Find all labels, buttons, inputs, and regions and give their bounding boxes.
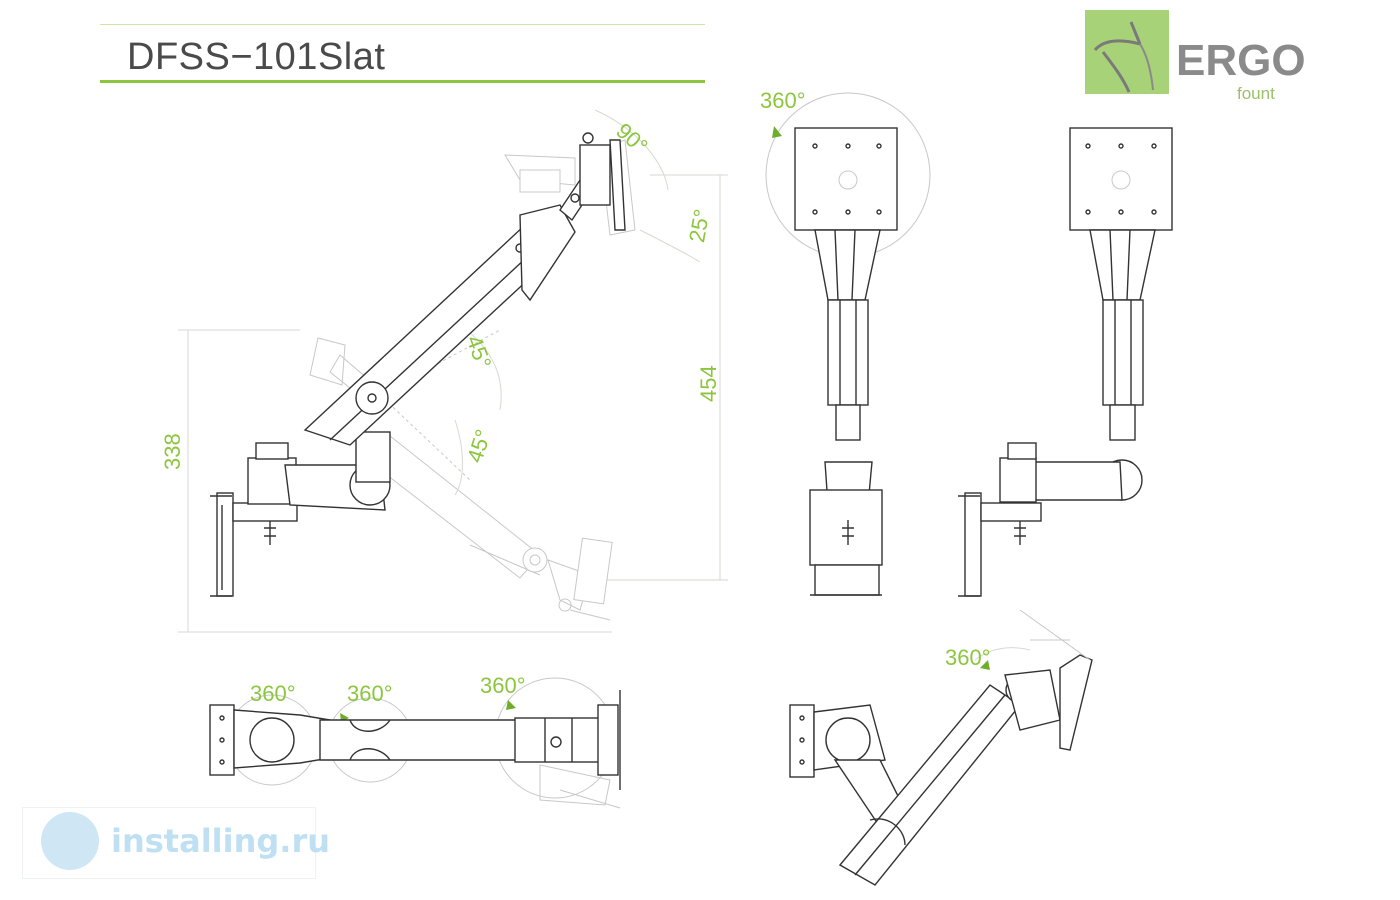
logo-subtitle: fount <box>1237 84 1275 103</box>
monitor-head <box>559 132 626 231</box>
wall-bracket <box>210 492 298 597</box>
logo-wordmark: ERGO <box>1176 36 1306 85</box>
iso-view <box>789 609 1093 886</box>
dim-label-454: 454 <box>696 365 721 402</box>
dim-label-338: 338 <box>160 433 185 470</box>
angle-label-front-360: 360° <box>760 88 806 113</box>
logo-arm-icon <box>1093 21 1154 93</box>
front-view <box>958 127 1173 597</box>
title-rule-bottom <box>100 80 705 83</box>
top-view <box>209 677 621 809</box>
front-view-rotating <box>765 92 931 596</box>
angle-label-top-360-2: 360° <box>347 681 393 706</box>
angle-label-top-360-1: 360° <box>250 681 296 706</box>
arc-90 <box>594 109 669 191</box>
base-column <box>247 431 391 511</box>
vesa-plate <box>794 127 898 231</box>
angle-label-top-360-3: 360° <box>480 673 526 698</box>
angle-label-iso-360: 360° <box>945 645 991 670</box>
main-arm <box>303 204 576 446</box>
title-rule-top <box>100 24 705 25</box>
rotation-arrow-icon-3 <box>506 700 516 710</box>
watermark: installing.ru <box>22 807 330 879</box>
logo-mark <box>1085 10 1169 94</box>
ghost-arm-down <box>364 431 613 621</box>
dim-ext-454 <box>600 174 728 581</box>
side-view <box>178 109 728 633</box>
watermark-text: installing.ru <box>111 822 330 860</box>
brand-logo: ERGO fount <box>1085 10 1306 103</box>
arc-25 <box>639 229 701 263</box>
rotation-arrow-icon <box>772 126 782 138</box>
product-title: DFSS−101Slat <box>127 36 386 78</box>
dim-ext-338 <box>178 329 612 633</box>
watermark-logo-icon <box>41 812 99 870</box>
rotation-arrow-icon-iso <box>980 660 990 670</box>
